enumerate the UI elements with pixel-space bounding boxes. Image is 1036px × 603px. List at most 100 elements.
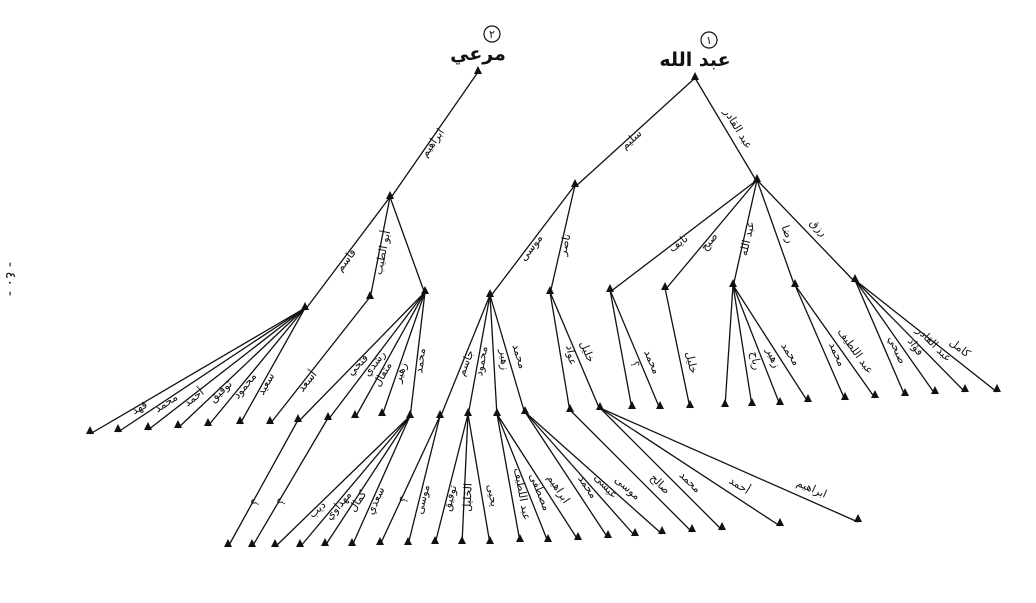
arrow-marker (658, 526, 666, 534)
person-name: زهير (390, 361, 409, 386)
tree-edge (239, 307, 306, 425)
tree-edge (524, 411, 609, 539)
tree-edge (439, 294, 491, 419)
tree-edge (304, 196, 391, 311)
tree-edge (599, 407, 723, 531)
tree-edge (207, 307, 306, 427)
arrow-marker (596, 402, 604, 410)
arrow-marker (566, 404, 574, 412)
tree-edge (117, 307, 306, 433)
tree-edge (409, 291, 426, 419)
tree-edge (489, 294, 526, 415)
arrow-marker (753, 174, 761, 182)
person-name: توفيق (440, 484, 460, 513)
tree-edge (599, 407, 781, 527)
tree-edge (569, 409, 693, 533)
tree-edge (732, 284, 753, 407)
arrow-marker (729, 279, 737, 287)
tree-edge (732, 284, 809, 403)
person-name: سعدي (364, 485, 388, 517)
tree-edge (724, 284, 734, 408)
arrow-marker (174, 420, 182, 428)
arrow-marker (791, 279, 799, 287)
person-name: موسى (413, 483, 433, 515)
tree-edge (269, 296, 371, 425)
tree-edge (609, 289, 661, 410)
person-name: صالح (647, 471, 673, 497)
arrow-marker (378, 408, 386, 416)
tree-edge (89, 307, 306, 435)
root-number: ١ (706, 34, 712, 47)
person-name: محمد (412, 347, 428, 374)
tree-edge (407, 415, 441, 546)
arrow-marker (436, 410, 444, 418)
person-name: عبد الله (737, 220, 757, 257)
person-name: محمود (472, 345, 490, 377)
arrow-marker (144, 422, 152, 430)
tree-edge (467, 413, 491, 545)
arrow-marker (841, 392, 849, 400)
arrow-marker (236, 416, 244, 424)
arrow-marker (691, 72, 699, 80)
person-name: يحيى (484, 483, 501, 508)
tree-edge (794, 284, 876, 399)
person-name: ابراهيم (418, 126, 447, 159)
arrow-marker (271, 539, 279, 547)
tree-edge (756, 179, 796, 288)
person-name: محمد (677, 468, 704, 495)
arrow-marker (688, 524, 696, 532)
arrow-marker (628, 401, 636, 409)
tree-edge (379, 415, 441, 546)
arrow-marker (421, 286, 429, 294)
person-name: خليل (577, 339, 598, 364)
tree-edge (549, 291, 571, 413)
tree-edge (664, 287, 691, 409)
tree-edge (381, 291, 426, 417)
arrow-marker (248, 539, 256, 547)
person-name: أبو الطيب (371, 229, 394, 276)
tree-edge (694, 77, 758, 183)
person-name: ؟ (248, 497, 262, 509)
arrow-marker (348, 538, 356, 546)
tree-edge (549, 291, 601, 411)
tree-edge (496, 413, 521, 543)
tree-edge (489, 184, 576, 298)
arrow-marker (486, 536, 494, 544)
arrow-marker (404, 537, 412, 545)
tree-edge (297, 291, 426, 423)
tree-edge (147, 307, 306, 431)
root-name: عبد الله (659, 49, 730, 71)
tree-edge (732, 179, 758, 288)
tree-edge (496, 413, 549, 543)
person-name: رباح (748, 350, 764, 371)
arrow-marker (961, 384, 969, 392)
person-name: ابراهيم (795, 476, 829, 501)
person-name: ناصر (556, 233, 574, 258)
person-name: أسعد (294, 367, 320, 394)
tree-edge (664, 179, 758, 291)
person-name: خليل (683, 350, 700, 374)
arrow-marker (854, 514, 862, 522)
person-name: نايف (666, 232, 691, 255)
tree-edge (467, 294, 491, 417)
tree-edge (854, 279, 906, 397)
arrow-marker (993, 384, 1001, 392)
person-name: ؟ (275, 496, 289, 508)
arrow-marker (546, 286, 554, 294)
arrow-marker (351, 410, 359, 418)
tree-edge (854, 279, 998, 393)
tree-edge (251, 417, 329, 548)
tree-edge (496, 413, 579, 541)
arrow-marker (431, 536, 439, 544)
tree-edge (599, 407, 859, 523)
tree-edge (369, 196, 391, 300)
tree-edge (732, 284, 781, 406)
person-name: موسى (517, 232, 546, 264)
tree-edge (327, 291, 426, 421)
tree-edge (351, 415, 411, 547)
root-number-circle (700, 31, 718, 49)
tree-edge (854, 279, 936, 395)
arrow-marker (521, 406, 529, 414)
person-name: صبحي (885, 334, 909, 366)
person-name: الخليل (460, 483, 474, 512)
